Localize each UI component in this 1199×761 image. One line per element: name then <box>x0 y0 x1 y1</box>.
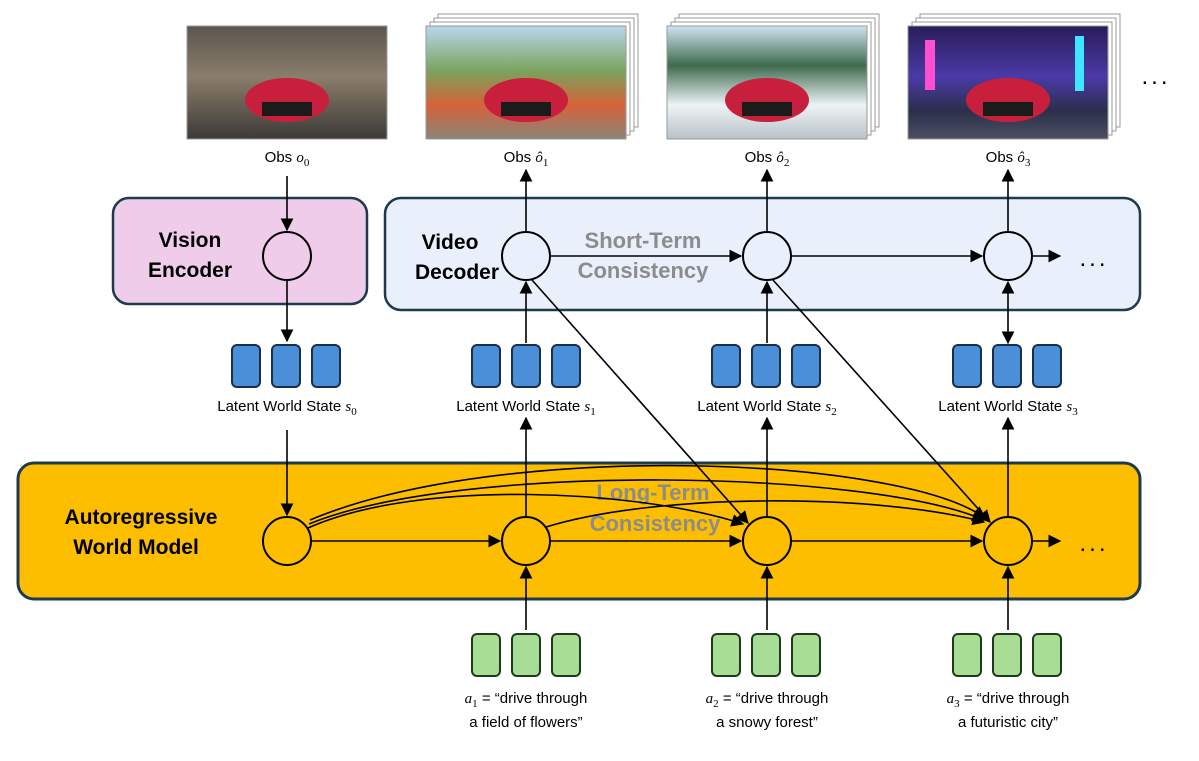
action-tokens-1 <box>471 633 581 677</box>
world-model-ellipsis: ... <box>1079 530 1108 557</box>
action-label-2-line1: a2 = “drive through <box>706 690 829 710</box>
vision-encoder-label-1: Vision <box>159 229 222 252</box>
world-model-box <box>16 461 1142 601</box>
latent-tokens-1 <box>471 344 581 388</box>
obs-label-3: Obs ô3 <box>986 149 1031 169</box>
action-tokens-2 <box>711 633 821 677</box>
latent-label-0: Latent World State s0 <box>217 398 357 418</box>
decoder-ellipsis: ... <box>1079 245 1108 272</box>
observation-image-3 <box>907 13 1121 140</box>
short-term-label-2: Consistency <box>578 258 710 283</box>
world-model-label-1: Autoregressive <box>65 506 218 529</box>
action-label-1-line2: a field of flowers” <box>469 714 582 731</box>
latent-label-2: Latent World State s2 <box>697 398 836 418</box>
latent-label-1: Latent World State s1 <box>456 398 595 418</box>
action-label-2-line2: a snowy forest” <box>716 714 818 731</box>
latent-tokens-3 <box>952 344 1062 388</box>
video-decoder-box <box>383 196 1142 312</box>
top-ellipsis: ... <box>1141 63 1170 90</box>
observation-image-0 <box>186 25 388 140</box>
observation-image-2 <box>666 13 880 140</box>
arrows <box>280 168 1062 630</box>
obs-label-2: Obs ô2 <box>745 149 790 169</box>
arrow-wm0-to-wm3-a <box>308 479 986 525</box>
long-term-label-1: Long-Term <box>596 480 709 505</box>
world-model-label-2: World Model <box>73 536 199 559</box>
short-term-label-1: Short-Term <box>585 228 702 253</box>
obs-label-0: Obs o0 <box>265 149 310 169</box>
arrow-wm1-to-wm3 <box>545 500 986 528</box>
long-term-label-2: Consistency <box>590 511 722 536</box>
action-label-3-line2: a futuristic city” <box>958 714 1058 731</box>
vision-encoder-box <box>111 196 369 306</box>
latent-tokens-0 <box>231 344 341 388</box>
arrow-wm0-to-wm3-b <box>309 464 987 521</box>
latent-tokens-2 <box>711 344 821 388</box>
video-decoder-label-1: Video <box>422 231 479 254</box>
action-tokens-3 <box>952 633 1062 677</box>
action-label-1-line1: a1 = “drive through <box>465 690 588 710</box>
arrow-dec2-to-wm3 <box>772 279 991 523</box>
arrow-wm0-to-wm2 <box>307 493 745 529</box>
observation-image-1 <box>425 13 639 140</box>
obs-label-1: Obs ô1 <box>504 149 549 169</box>
vision-encoder-label-2: Encoder <box>148 259 232 282</box>
video-decoder-label-2: Decoder <box>415 261 499 284</box>
arrow-dec1-to-wm2 <box>531 279 749 524</box>
latent-label-3: Latent World State s3 <box>938 398 1078 418</box>
action-label-3-line1: a3 = “drive through <box>947 690 1070 710</box>
